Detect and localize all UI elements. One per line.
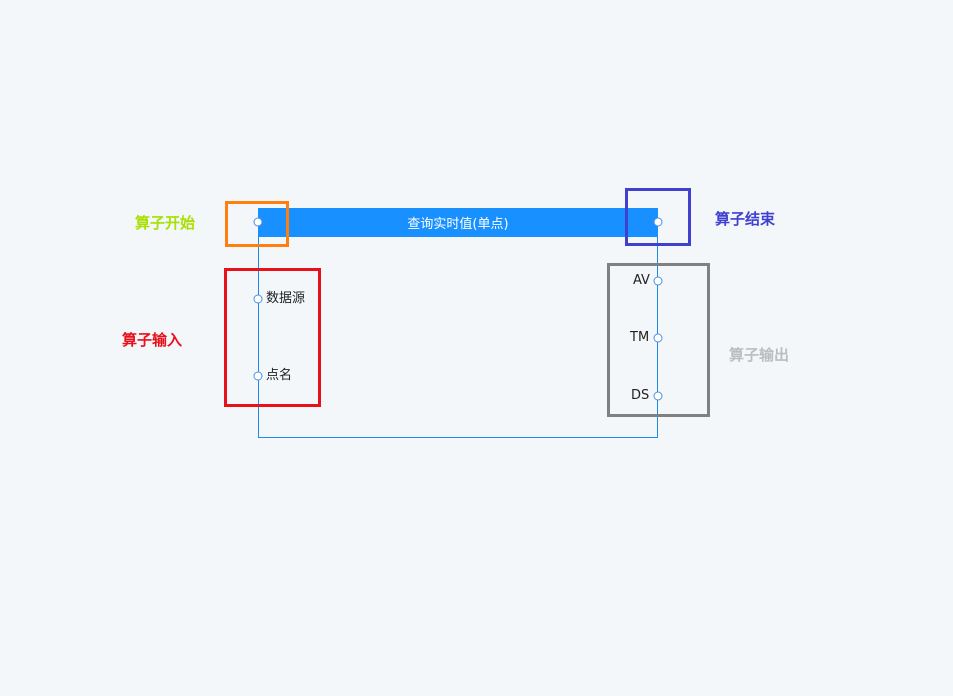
output-label-tm: TM	[630, 330, 650, 345]
operator-node-header[interactable]: 查询实时值(单点)	[258, 208, 658, 237]
start-highlight-box	[225, 201, 289, 247]
operator-node-title: 查询实时值(单点)	[407, 217, 509, 232]
end-port[interactable]	[653, 217, 663, 227]
start-annotation: 算子开始	[135, 214, 196, 232]
operator-node-frame[interactable]	[258, 208, 658, 438]
input-port-point-name[interactable]	[253, 371, 263, 381]
start-port[interactable]	[253, 217, 263, 227]
input-annotation: 算子输入	[122, 331, 183, 349]
input-port-datasource[interactable]	[253, 294, 263, 304]
output-annotation: 算子输出	[729, 346, 790, 364]
output-label-ds: DS	[631, 388, 650, 403]
output-port-tm[interactable]	[653, 333, 663, 343]
output-label-av: AV	[633, 273, 650, 288]
output-port-av[interactable]	[653, 276, 663, 286]
end-highlight-box	[625, 188, 691, 246]
input-label-point-name: 点名	[266, 368, 293, 383]
input-label-datasource: 数据源	[266, 291, 306, 306]
end-annotation: 算子结束	[715, 210, 776, 228]
output-highlight-box	[607, 263, 710, 417]
output-port-ds[interactable]	[653, 391, 663, 401]
input-highlight-box	[224, 268, 321, 407]
